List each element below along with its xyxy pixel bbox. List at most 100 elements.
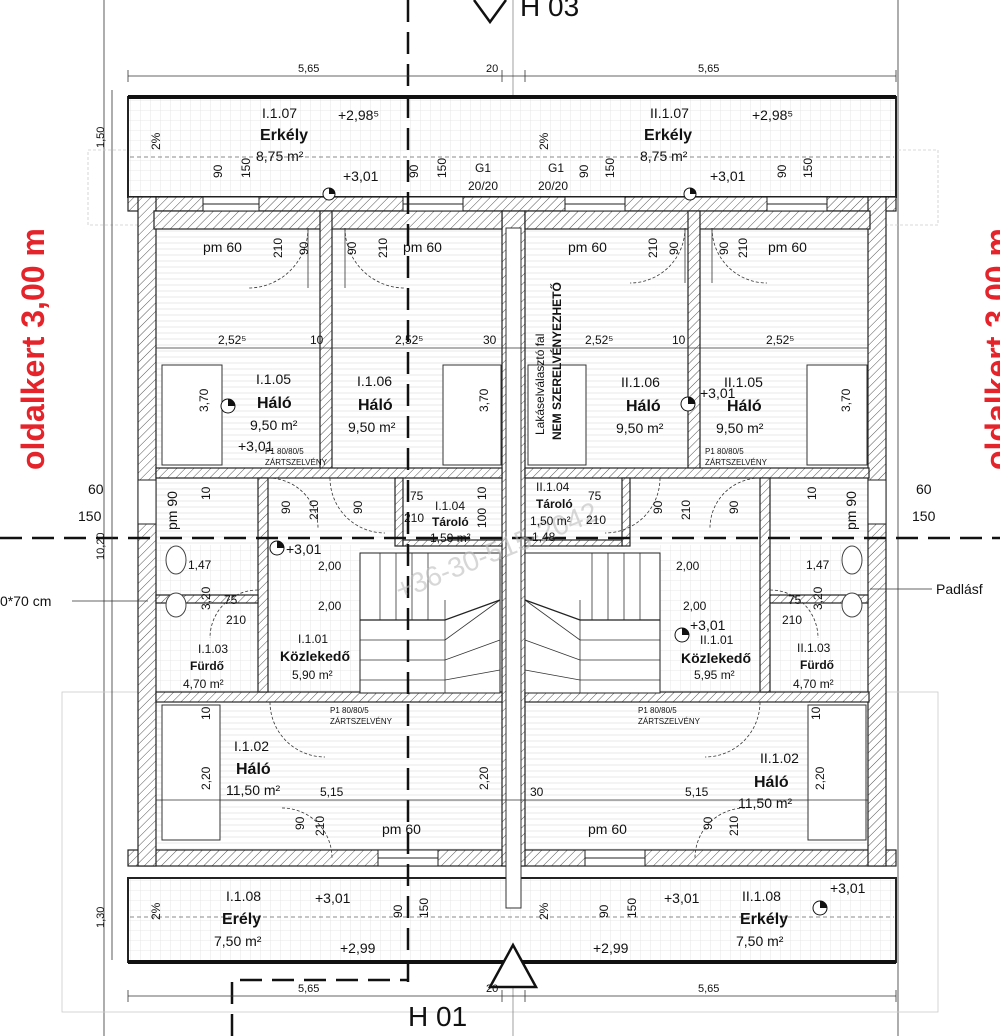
dim-top-mid: 20 bbox=[486, 63, 498, 75]
level-floor-2: +3,01 bbox=[710, 168, 746, 184]
bath-fixtures bbox=[165, 545, 863, 618]
dim-d90-m: 90 bbox=[293, 816, 307, 830]
room-i108: I.1.08 Erély 7,50 m² bbox=[214, 888, 262, 949]
dim-left-150: 1,50 bbox=[95, 127, 107, 148]
room-i107: I.1.07 Erkély 8,75 m² bbox=[256, 105, 308, 164]
win-pm60-2: pm 60 bbox=[403, 239, 442, 255]
room-ii101: II.1.01 Közlekedő 5,95 m² bbox=[681, 633, 751, 682]
firewall-label-2: ZÁRTSZELVÉNY bbox=[705, 458, 768, 467]
label-right-attic: Padlásf bbox=[936, 581, 983, 597]
room-code: II.1.06 bbox=[621, 374, 660, 390]
dim-w147-b: 1,47 bbox=[806, 558, 830, 572]
dim-left-60: 60 bbox=[88, 481, 104, 497]
room-ii102: II.1.02 Háló 11,50 m² bbox=[738, 750, 799, 811]
room-i102: I.1.02 Háló 11,50 m² bbox=[226, 738, 281, 798]
dim-d210-i: 210 bbox=[226, 613, 246, 627]
dim-h320-a: 3,20 bbox=[199, 586, 213, 610]
win-pm60-3: pm 60 bbox=[568, 239, 607, 255]
dim-d150-f: 150 bbox=[625, 898, 639, 918]
partitions bbox=[155, 210, 870, 909]
dim-bottom-left: 5,65 bbox=[298, 983, 319, 995]
dim-d90-p: 90 bbox=[597, 904, 611, 918]
room-area: 7,50 m² bbox=[214, 933, 262, 949]
level-balcony-bottom-right: +2,99 bbox=[593, 940, 629, 956]
room-code: I.1.06 bbox=[357, 373, 392, 389]
lintel-left-label: G1 bbox=[475, 161, 491, 175]
room-area: 11,50 m² bbox=[226, 782, 281, 798]
dim-left-130: 1,30 bbox=[95, 907, 107, 928]
room-name: Tároló bbox=[432, 515, 469, 529]
level-balcony-top-left: +2,98⁵ bbox=[338, 107, 379, 123]
room-name: Háló bbox=[236, 761, 271, 778]
dim-w515-a: 5,15 bbox=[320, 785, 344, 799]
slope-2: 2% bbox=[537, 132, 551, 150]
dim-d10-e: 10 bbox=[805, 486, 819, 500]
dim-d75-a: 75 bbox=[410, 489, 424, 503]
dim-bottom-right: 5,65 bbox=[698, 983, 719, 995]
section-mark-bottom: H 01 bbox=[408, 1001, 467, 1032]
room-area: 9,50 m² bbox=[250, 417, 298, 433]
room-i105: I.1.05 Háló 9,50 m² bbox=[250, 371, 298, 433]
dim-d90-n: 90 bbox=[701, 816, 715, 830]
dim-d210-a: 210 bbox=[271, 238, 285, 258]
dim-d75-b: 75 bbox=[588, 489, 602, 503]
room-area: 4,70 m² bbox=[183, 677, 224, 691]
dim-top-right: 5,65 bbox=[698, 63, 719, 75]
dim-d30-a: 30 bbox=[483, 333, 497, 347]
dim-d90-e: 90 bbox=[297, 241, 311, 255]
dim-d90-h: 90 bbox=[717, 241, 731, 255]
slope-3: 2% bbox=[149, 902, 163, 920]
room-code: II.1.08 bbox=[742, 888, 781, 904]
dim-w200-d: 2,00 bbox=[683, 599, 707, 613]
room-code: II.1.04 bbox=[536, 480, 570, 494]
room-ii106: II.1.06 Háló 9,50 m² bbox=[616, 374, 664, 436]
dim-d10-c: 10 bbox=[199, 486, 213, 500]
room-i101: I.1.01 Közlekedő 5,90 m² bbox=[280, 632, 350, 682]
room-area: 9,50 m² bbox=[616, 420, 664, 436]
room-area: 9,50 m² bbox=[716, 420, 764, 436]
room-ii105: II.1.05 Háló 9,50 m² bbox=[716, 374, 764, 436]
room-i106: I.1.06 Háló 9,50 m² bbox=[348, 373, 396, 435]
room-name: Háló bbox=[626, 398, 661, 415]
dim-h370-c: 3,70 bbox=[839, 388, 853, 412]
dim-left-1020: 10,20 bbox=[95, 532, 107, 560]
dim-top-left: 5,65 bbox=[298, 63, 319, 75]
door-swings bbox=[209, 227, 819, 859]
dim-d210-j: 210 bbox=[782, 613, 802, 627]
section-mark-top: H 03 bbox=[520, 0, 579, 22]
level-floor-6: +3,01 bbox=[690, 617, 726, 633]
dim-d75-d: 75 bbox=[788, 593, 802, 607]
win-pm60-4: pm 60 bbox=[768, 239, 807, 255]
firewall-type-4: P1 80/80/5 bbox=[638, 706, 677, 715]
room-area: 1,50 m² bbox=[530, 514, 571, 528]
room-code: I.1.07 bbox=[262, 105, 297, 121]
dim-w515-b: 5,15 bbox=[685, 785, 709, 799]
dim-h220-a: 2,20 bbox=[199, 766, 213, 790]
room-name: Erély bbox=[222, 911, 261, 928]
room-name: Háló bbox=[358, 397, 393, 414]
wall-note-line1: Lakáselválasztó fal bbox=[533, 334, 547, 435]
dim-bottom-mid: 20 bbox=[486, 983, 498, 995]
lintel-right-size: 20/20 bbox=[538, 179, 568, 193]
room-name: Közlekedő bbox=[280, 648, 350, 664]
room-name: Fürdő bbox=[800, 658, 834, 672]
dim-d210-e: 210 bbox=[307, 500, 321, 520]
room-code: II.1.05 bbox=[724, 374, 763, 390]
room-area: 7,50 m² bbox=[736, 933, 784, 949]
room-area: 1,50 m² bbox=[430, 531, 471, 545]
room-name: Erkély bbox=[644, 127, 692, 144]
dim-right-60: 60 bbox=[916, 481, 932, 497]
dim-d10-a: 10 bbox=[310, 333, 324, 347]
dim-w200-a: 2,00 bbox=[318, 559, 342, 573]
room-ii103: II.1.03 Fürdő 4,70 m² bbox=[793, 641, 834, 691]
room-code: I.1.01 bbox=[298, 632, 328, 646]
dim-d90-g: 90 bbox=[667, 241, 681, 255]
win-pm60-5: pm 60 bbox=[382, 821, 421, 837]
room-area: 11,50 m² bbox=[738, 795, 793, 811]
firewall-type-3: P1 80/80/5 bbox=[330, 706, 369, 715]
dim-d10-d: 10 bbox=[475, 486, 489, 500]
dim-d210-l: 210 bbox=[727, 816, 741, 836]
room-ii108: II.1.08 Erkély 7,50 m² bbox=[736, 888, 788, 949]
stairs bbox=[359, 552, 661, 694]
